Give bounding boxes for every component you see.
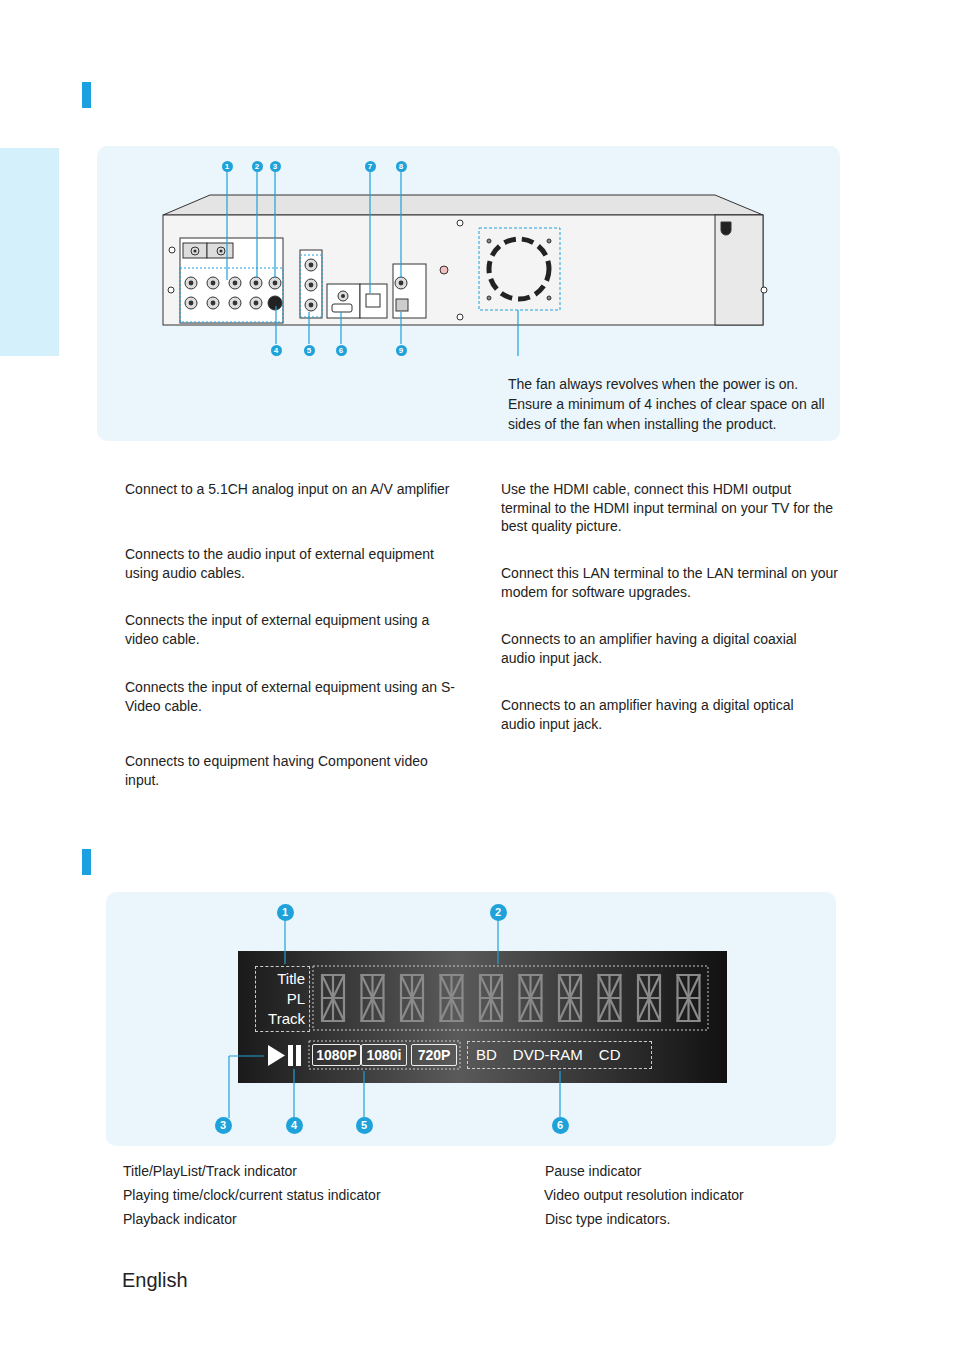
callout-number: 1 — [222, 161, 233, 172]
description-text: Playing time/clock/current status indica… — [123, 1186, 453, 1204]
indicator-text: CD — [599, 1042, 621, 1068]
panel — [106, 892, 836, 1146]
callout-number: 3 — [215, 1117, 232, 1134]
description-text: Connects to equipment having Component v… — [125, 752, 455, 789]
description-text: Connect to a 5.1CH analog input on an A/… — [125, 480, 455, 499]
indicator-text: 720P — [414, 1045, 454, 1065]
description-text: Connects to the audio input of external … — [125, 545, 455, 582]
pause-symbol — [296, 1045, 301, 1066]
callout-number: 4 — [271, 345, 282, 356]
resolution-indicator: 1080i — [361, 1044, 407, 1066]
indicator-text: Track — [260, 1009, 305, 1029]
section-bar — [82, 82, 91, 108]
indicator-text: Title — [260, 969, 305, 989]
segment-digits — [322, 975, 700, 1021]
callout-number: 9 — [396, 345, 407, 356]
description-text: Connects to an amplifier having a digita… — [501, 630, 831, 667]
page-language: English — [122, 1268, 322, 1292]
callout-number: 8 — [396, 161, 407, 172]
description-text: The fan always revolves when the power i… — [508, 374, 833, 434]
title-indicator: TitlePLTrack — [255, 966, 310, 1032]
description-text: Pause indicator — [545, 1162, 845, 1180]
callout-number: 4 — [286, 1117, 303, 1134]
callout-number: 6 — [336, 345, 347, 356]
section-bar — [82, 849, 91, 875]
leader-lines — [229, 919, 560, 1118]
callout-number: 6 — [552, 1117, 569, 1134]
description-text: Title/PlayList/Track indicator — [123, 1162, 453, 1180]
jacks — [168, 220, 767, 320]
callout-number: 5 — [356, 1117, 373, 1134]
leader-lines — [180, 172, 518, 356]
indicator-text: 1080P — [315, 1045, 358, 1065]
indicator-text: BD — [476, 1042, 497, 1068]
disc-type-indicator: BD DVD-RAM CD — [467, 1041, 652, 1069]
callout-number: 1 — [277, 904, 294, 921]
front-display — [238, 951, 727, 1083]
resolution-indicator: 720P — [411, 1044, 457, 1066]
indicator-groups — [309, 966, 708, 1069]
description-text: Use the HDMI cable, connect this HDMI ou… — [501, 480, 841, 536]
indicator-text: 1080i — [364, 1045, 404, 1065]
indicator-text: DVD-RAM — [513, 1042, 583, 1068]
description-text: Connects the input of external equipment… — [125, 678, 455, 715]
description-text: Video output resolution indicator — [544, 1186, 844, 1204]
callout-number: 2 — [252, 161, 263, 172]
description-text: Disc type indicators. — [545, 1210, 845, 1228]
side-strip — [0, 148, 59, 356]
panel — [97, 146, 840, 441]
callout-number: 2 — [490, 904, 507, 921]
callout-number: 5 — [304, 345, 315, 356]
resolution-indicator: 1080P — [312, 1044, 361, 1066]
play-symbol — [268, 1045, 285, 1066]
callout-number: 7 — [365, 161, 376, 172]
indicator-text: PL — [260, 989, 305, 1009]
pause-symbol — [288, 1045, 293, 1066]
description-text: Connect this LAN terminal to the LAN ter… — [501, 564, 841, 601]
rear-panel — [163, 195, 763, 325]
description-text: Playback indicator — [123, 1210, 453, 1228]
description-text: Connects to an amplifier having a digita… — [501, 696, 831, 733]
description-text: Connects the input of external equipment… — [125, 611, 460, 648]
callout-number: 3 — [270, 161, 281, 172]
